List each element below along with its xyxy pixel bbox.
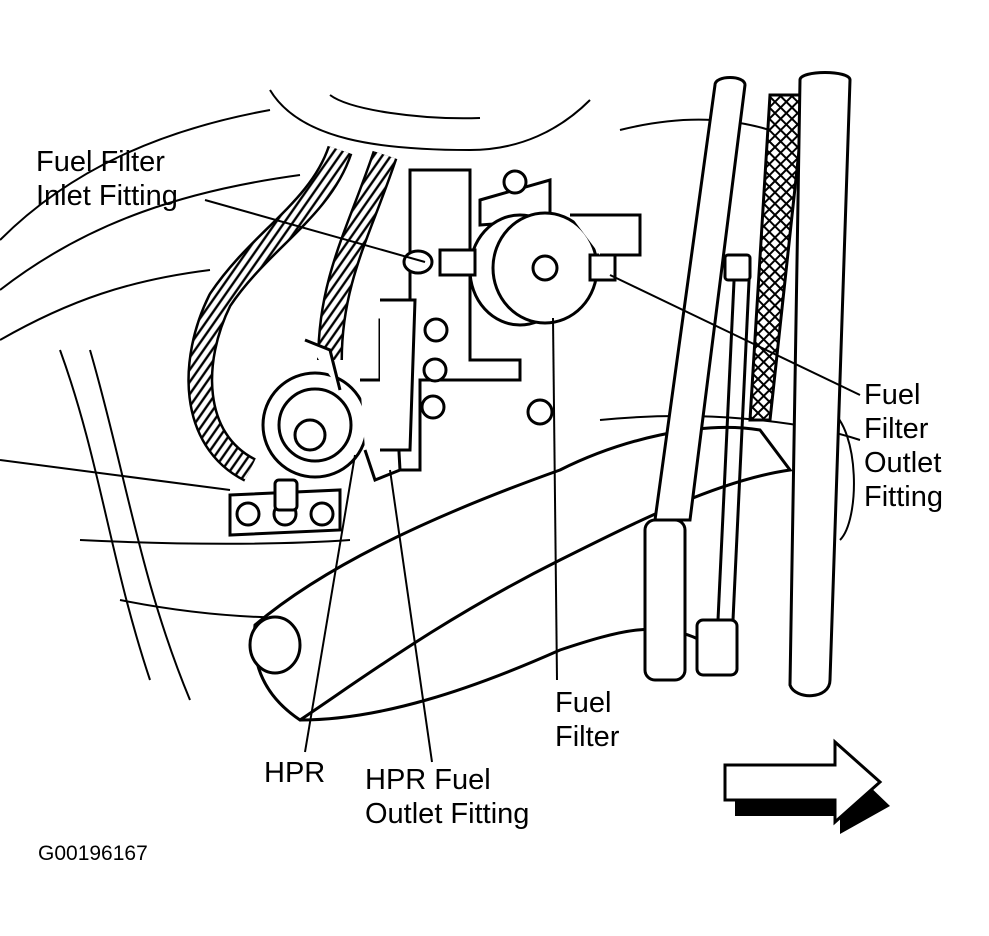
fuel-filter-outlet-fitting-label: Fuel Filter Outlet Fitting [864, 378, 943, 514]
mesh-wrapped-line [748, 93, 807, 422]
fuel-filter-label-line1: Fuel [555, 687, 612, 719]
fuel-filter-inlet-fitting-label: Fuel Filter Inlet Fitting [36, 145, 178, 213]
fuel-filter-outlet-label-line3: Outlet [864, 447, 942, 479]
vertical-tubes [643, 71, 852, 698]
right-arrow-icon [723, 738, 890, 834]
fuel-filter-outlet-label-line1: Fuel [864, 379, 921, 411]
crossmember [248, 425, 793, 722]
hpr-outlet-label-line2: Outlet Fitting [365, 798, 530, 830]
hpr-fuel-outlet-fitting-label: HPR Fuel Outlet Fitting [365, 763, 529, 831]
vehicle-body-contours [0, 89, 861, 701]
fuel-filter-outlet-label-line4: Fitting [864, 481, 943, 513]
fuel-filter-inlet-label-line2: Inlet Fitting [36, 180, 178, 212]
fuel-filter-outlet-label-line2: Filter [864, 413, 929, 445]
bracket-bolts [235, 169, 554, 527]
fuel-filter-inlet-label-line1: Fuel Filter [36, 146, 165, 178]
hpr-label: HPR [264, 756, 325, 790]
fuel-filter-label-line2: Filter [555, 721, 620, 753]
hpr-regulator [261, 298, 417, 512]
fuel-filter-canister [402, 211, 642, 327]
corrugated-fuel-hoses [187, 145, 398, 482]
figure-id: G00196167 [38, 842, 148, 865]
leader-lines [204, 199, 861, 763]
hpr-outlet-label-line1: HPR Fuel [365, 764, 491, 796]
hpr-label-text: HPR [264, 757, 326, 789]
fuel-filter-label: Fuel Filter [555, 686, 619, 754]
